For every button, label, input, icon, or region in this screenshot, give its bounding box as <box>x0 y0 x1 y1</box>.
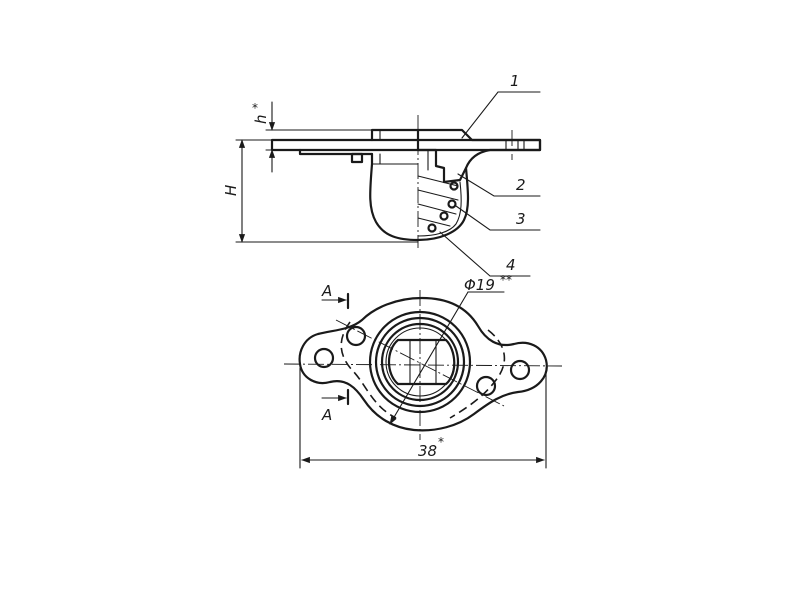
callout-4-label: 4 <box>506 256 516 274</box>
length-label: 38 <box>418 442 437 460</box>
rivet-hole-upper <box>345 325 367 347</box>
callout-1-label: 1 <box>510 72 520 90</box>
flange-dimension: h * <box>252 101 373 173</box>
bolt-hole-right <box>509 359 531 381</box>
flange-height-label: h <box>252 114 270 124</box>
length-mark: * <box>438 435 444 449</box>
flange-outline <box>298 296 548 432</box>
flange-height-mark: * <box>252 101 258 115</box>
section-marker-bottom: A <box>321 388 350 424</box>
central-bore <box>387 338 456 386</box>
callout-2: 2 <box>457 173 541 197</box>
height-label: H <box>222 185 240 196</box>
diameter-dimension: Φ19 ** <box>389 273 512 425</box>
diameter-label: Φ19 <box>464 276 495 294</box>
spring-coils <box>417 175 459 233</box>
section-label-top: A <box>321 282 332 300</box>
section-marker-top: A <box>321 282 350 310</box>
callout-4: 4 <box>439 231 531 277</box>
section-label-bottom: A <box>321 406 332 424</box>
rivet-hole-lower <box>475 375 497 397</box>
side-view <box>270 115 542 248</box>
callout-1: 1 <box>461 72 541 139</box>
bolt-hole-left <box>313 347 335 369</box>
diameter-mark: ** <box>500 273 512 287</box>
callout-3: 3 <box>455 205 541 231</box>
housing-section <box>416 128 542 184</box>
plan-view <box>283 290 563 440</box>
height-dimension: H <box>222 139 419 243</box>
callout-2-label: 2 <box>516 176 526 194</box>
callout-3-label: 3 <box>516 210 526 228</box>
length-dimension: 38 * <box>299 367 547 469</box>
underside-dashed <box>340 321 397 419</box>
